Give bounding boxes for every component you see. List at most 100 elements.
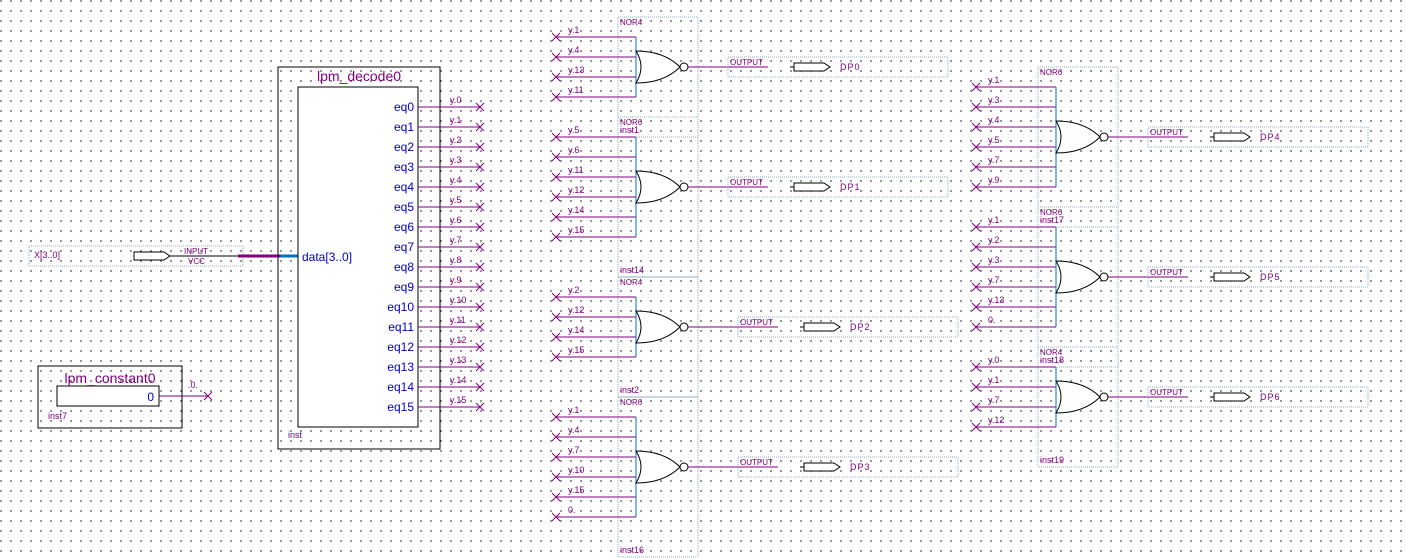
nor-gate-body	[635, 170, 681, 204]
x-mark-line	[971, 82, 981, 92]
input-pin-name[interactable]: X[3..0]	[34, 250, 60, 260]
decoder-port-eq7: eq7	[394, 240, 414, 254]
x-mark-line	[475, 262, 485, 272]
output-pin-frame	[737, 456, 959, 478]
nor-gate-body	[635, 50, 681, 84]
decoder-title[interactable]: lpm_decode0	[317, 68, 401, 84]
decoder-wire-label-y.1: y.1	[450, 115, 461, 125]
decoder-port-eq4: eq4	[394, 180, 414, 194]
x-mark-line	[551, 352, 561, 362]
x-mark-line	[475, 242, 485, 252]
nor-gate-bubble	[679, 322, 689, 332]
gate-input-label: y.11	[568, 85, 584, 95]
gate-input-label: y.5	[988, 135, 999, 145]
input-pin-type: INPUT	[184, 247, 208, 256]
decoder-input-port: data[3..0]	[302, 250, 352, 264]
output-pin-type: OUTPUT	[1150, 128, 1183, 137]
decoder-port-eq12: eq12	[387, 340, 414, 354]
decoder-instance: inst	[288, 430, 303, 440]
gate-input-label: y.2	[988, 235, 999, 245]
x-mark-line	[475, 162, 485, 172]
gate-input-label: y.11	[568, 165, 584, 175]
decoder-wire-label-y.9: y.9	[450, 275, 461, 285]
decoder-port-eq0: eq0	[394, 100, 414, 114]
x-mark-line	[971, 262, 981, 272]
decoder-port-eq11: eq11	[388, 320, 414, 334]
dangling-wire-end	[475, 222, 485, 232]
decoder-port-eq3: eq3	[394, 160, 414, 174]
x-mark-line	[551, 232, 561, 242]
dangling-wire-end	[475, 302, 485, 312]
x-mark-line	[971, 102, 981, 112]
gate-input-label: y.12	[568, 305, 584, 315]
x-mark-line	[551, 432, 561, 442]
x-mark-line	[203, 391, 213, 401]
x-mark-line	[551, 52, 561, 62]
dangling-wire-end	[475, 342, 485, 352]
decoder-block	[297, 86, 419, 428]
nor-gate-bubble	[679, 462, 689, 472]
x-mark-line	[971, 302, 981, 312]
constant-title[interactable]: lpm_constant0	[64, 370, 155, 386]
gate-input-label: y.6	[568, 145, 579, 155]
x-mark-line	[551, 212, 561, 222]
x-mark-line	[475, 362, 485, 372]
dangling-wire-end	[475, 322, 485, 332]
nor-gate-body	[1055, 380, 1101, 414]
gate-type-label: NOR4	[1040, 348, 1063, 357]
output-pin-shape	[803, 462, 841, 472]
constant-wire-label: .0.	[188, 380, 198, 390]
gate-instance-label: inst17	[1040, 215, 1064, 225]
x-mark-line	[551, 172, 561, 182]
x-mark-line	[475, 122, 485, 132]
gate-input-label: y.9	[988, 175, 999, 185]
x-mark-line	[475, 402, 485, 412]
constant-block	[56, 385, 160, 407]
x-mark-line	[971, 242, 981, 252]
decoder-wire-label-y.5: y.5	[450, 195, 461, 205]
gate-instance-label: inst18	[1040, 355, 1064, 365]
x-mark-line	[475, 322, 485, 332]
gate-instance-label: inst1	[620, 125, 639, 135]
x-mark-line	[551, 132, 561, 142]
output-pin-frame	[727, 176, 949, 198]
output-pin-name: DP4	[1260, 132, 1281, 142]
gate-input-label: 0.	[568, 505, 576, 515]
dangling-wire-end	[475, 162, 485, 172]
gate-instance-label: inst19	[1040, 455, 1064, 465]
x-mark-line	[971, 142, 981, 152]
x-mark-line	[971, 322, 981, 332]
output-pin-shape	[793, 182, 831, 192]
decoder-wire-label-y.8: y.8	[450, 255, 461, 265]
nor-gate-body	[635, 310, 681, 344]
decoder-port-eq15: eq15	[387, 400, 414, 414]
gate-input-label: y.2	[568, 285, 579, 295]
decoder-port-eq5: eq5	[394, 200, 414, 214]
gate-type-label: NOR6	[620, 398, 643, 407]
gate-type-label: NOR6	[620, 118, 643, 127]
x-mark-line	[971, 162, 981, 172]
x-mark-line	[551, 512, 561, 522]
x-mark-line	[551, 72, 561, 82]
x-mark-line	[475, 302, 485, 312]
dangling-wire-end	[475, 182, 485, 192]
constant-frame	[37, 365, 183, 429]
gate-input-label: y.15	[568, 225, 584, 235]
output-pin-type: OUTPUT	[730, 58, 763, 67]
gate-input-label: y.1	[568, 25, 579, 35]
output-pin-name: DP5	[1260, 272, 1281, 282]
output-pin-type: OUTPUT	[730, 178, 763, 187]
decoder-port-eq1: eq1	[394, 120, 414, 134]
decoder-wire-label-y.14: y.14	[450, 375, 466, 385]
x-mark-line	[475, 202, 485, 212]
decoder-wire-label-y.0: y.0	[450, 95, 461, 105]
decoder-port-eq8: eq8	[394, 260, 414, 274]
